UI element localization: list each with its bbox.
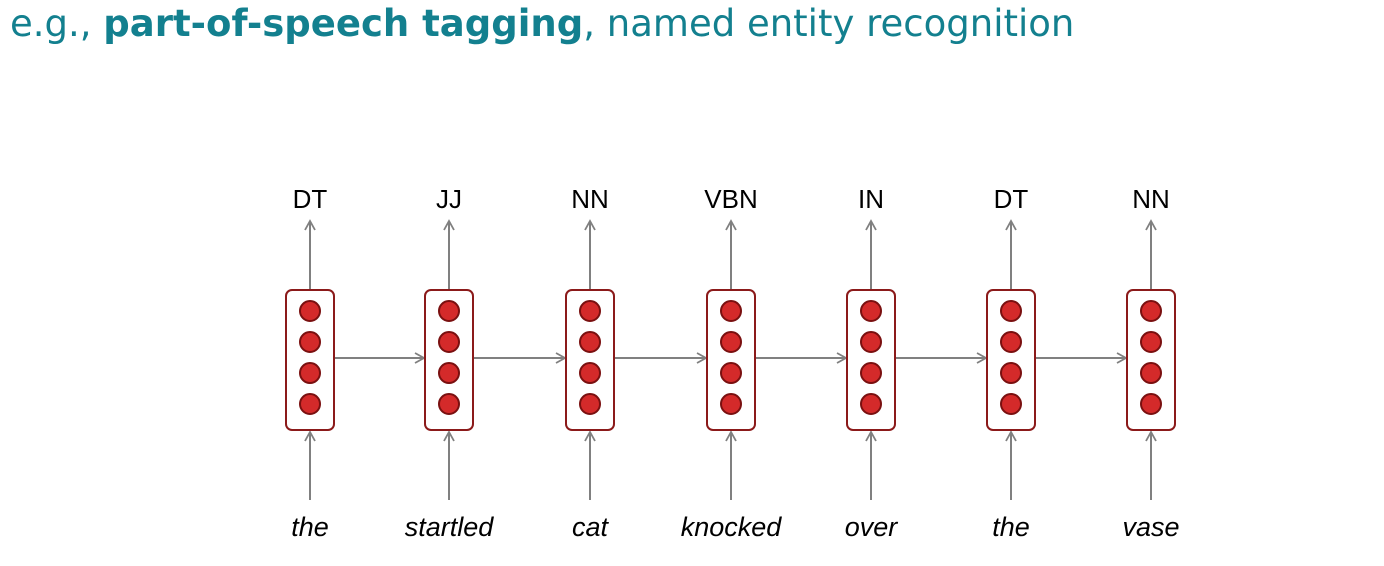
heading-prefix: e.g., (10, 2, 104, 45)
input-word-label: over (845, 512, 899, 542)
hidden-unit (860, 362, 882, 384)
pos-tag-label: DT (994, 184, 1029, 214)
slide-heading: e.g., part-of-speech tagging, named enti… (10, 0, 1074, 48)
input-word-label: vase (1122, 512, 1179, 542)
hidden-unit (438, 362, 460, 384)
hidden-unit (1140, 362, 1162, 384)
pos-tag-label: NN (571, 184, 609, 214)
hidden-unit (579, 331, 601, 353)
hidden-unit (720, 393, 742, 415)
hidden-unit (299, 393, 321, 415)
hidden-unit (860, 331, 882, 353)
hidden-unit (860, 300, 882, 322)
input-word-label: cat (572, 512, 610, 542)
hidden-unit (1000, 393, 1022, 415)
pos-tag-label: VBN (704, 184, 757, 214)
hidden-unit (438, 331, 460, 353)
pos-tag-label: IN (858, 184, 884, 214)
hidden-unit (579, 393, 601, 415)
hidden-unit (438, 300, 460, 322)
rnn-cell (285, 289, 335, 431)
pos-tag-label: JJ (436, 184, 462, 214)
rnn-cell (565, 289, 615, 431)
hidden-unit (720, 331, 742, 353)
hidden-unit (1140, 331, 1162, 353)
pos-tag-label: DT (293, 184, 328, 214)
input-word-label: the (291, 512, 329, 542)
hidden-unit (1000, 300, 1022, 322)
heading-bold: part-of-speech tagging (103, 2, 584, 45)
hidden-unit (720, 300, 742, 322)
hidden-unit (299, 362, 321, 384)
rnn-cell (846, 289, 896, 431)
rnn-cell (986, 289, 1036, 431)
hidden-unit (299, 300, 321, 322)
heading-suffix: , named entity recognition (583, 2, 1075, 45)
hidden-unit (1140, 393, 1162, 415)
rnn-cell (424, 289, 474, 431)
input-word-label: startled (405, 512, 495, 542)
hidden-unit (1140, 300, 1162, 322)
rnn-cell (1126, 289, 1176, 431)
hidden-unit (1000, 331, 1022, 353)
hidden-unit (579, 362, 601, 384)
hidden-unit (299, 331, 321, 353)
hidden-unit (1000, 362, 1022, 384)
rnn-cell (706, 289, 756, 431)
hidden-unit (860, 393, 882, 415)
input-word-label: knocked (681, 512, 783, 542)
hidden-unit (579, 300, 601, 322)
hidden-unit (438, 393, 460, 415)
hidden-unit (720, 362, 742, 384)
pos-tag-label: NN (1132, 184, 1170, 214)
input-word-label: the (992, 512, 1030, 542)
